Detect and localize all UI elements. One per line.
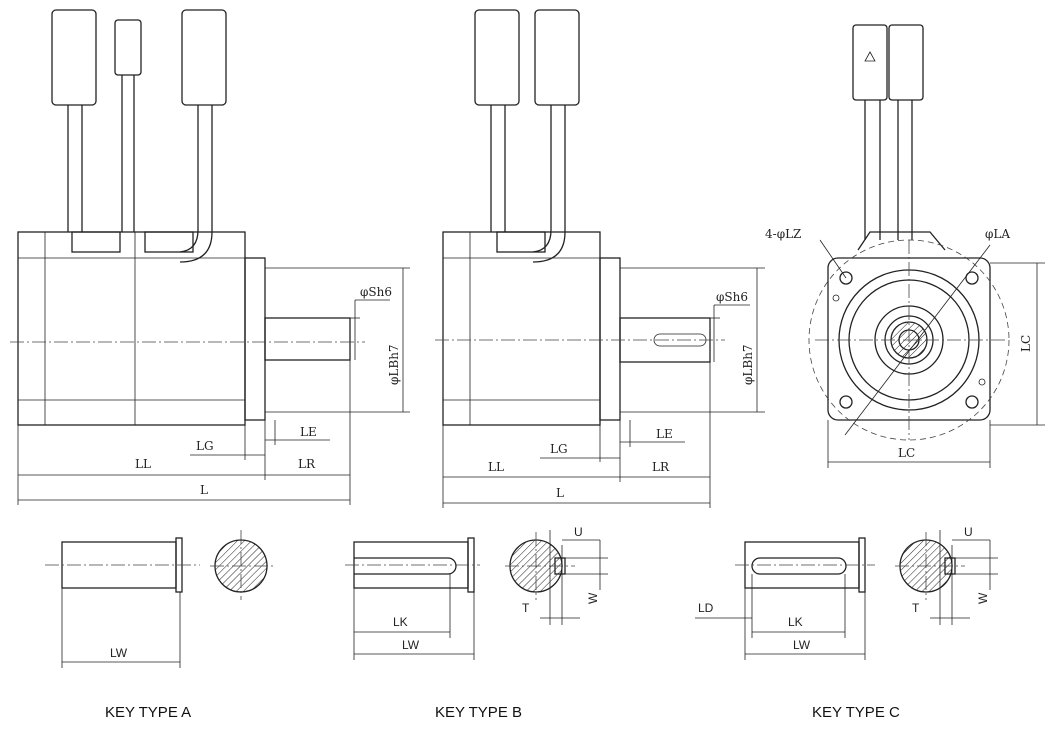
side-view-two-connector: φSh6 φLBh7 LE LG LL LR L — [435, 9, 765, 508]
dim-lw: LW — [402, 638, 420, 652]
dim-w: W — [976, 592, 990, 604]
dim-lk: LK — [393, 615, 408, 629]
key-type-b: U T W LK LW KEY TYPE B — [345, 525, 608, 721]
dim-le: LE — [300, 425, 317, 439]
dim-lg: LG — [550, 442, 568, 456]
dim-lk: LK — [788, 615, 803, 629]
key-type-a: LW KEY TYPE A — [45, 530, 275, 721]
dim-l: L — [200, 483, 208, 497]
dim-lc-vertical: LC — [1019, 335, 1033, 352]
dim-lr: LR — [298, 457, 316, 471]
dim-sh6: φSh6 — [360, 285, 392, 299]
key-type-c-caption: KEY TYPE C — [812, 704, 900, 721]
key-type-b-caption: KEY TYPE B — [435, 704, 522, 721]
dim-w: W — [586, 592, 600, 604]
dim-lbh7: φLBh7 — [741, 344, 755, 385]
front-view: 4-φLZ φLA LC LC — [765, 24, 1045, 468]
dim-lc-horizontal: LC — [898, 446, 915, 460]
key-type-c: U T W LD LK LW KEY TYPE C — [695, 525, 998, 721]
dim-lg: LG — [196, 439, 214, 453]
dim-sh6: φSh6 — [716, 290, 748, 304]
dim-la: φLA — [985, 227, 1010, 241]
dim-ll: LL — [135, 457, 151, 471]
dim-l: L — [556, 486, 564, 500]
key-type-a-caption: KEY TYPE A — [105, 704, 191, 721]
side-view-three-connector: φSh6 φLBh7 LE LG LL LR L — [10, 9, 410, 505]
dim-lbh7: φLBh7 — [387, 344, 401, 385]
dim-ll: LL — [488, 460, 504, 474]
dim-u: U — [574, 525, 583, 539]
dim-u: U — [964, 525, 973, 539]
dim-le: LE — [656, 427, 673, 441]
dim-lr: LR — [652, 460, 670, 474]
dim-lw: LW — [110, 646, 128, 660]
dim-t: T — [522, 601, 530, 615]
dim-t: T — [912, 601, 920, 615]
dim-lz: 4-φLZ — [765, 227, 801, 241]
dim-ld: LD — [698, 601, 714, 615]
dim-lw: LW — [793, 638, 811, 652]
